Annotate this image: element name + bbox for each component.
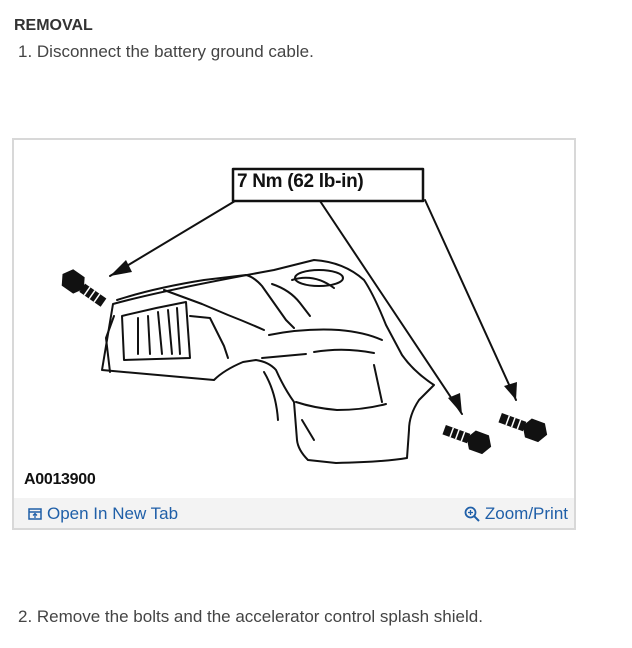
arrowhead-mid bbox=[448, 393, 462, 414]
torque-callout-label: 7 Nm (62 lb-in) bbox=[237, 171, 364, 192]
open-new-tab-icon bbox=[28, 508, 42, 520]
zoom-print-link[interactable]: Zoom/Print bbox=[464, 504, 568, 524]
figure-id: A0013900 bbox=[24, 471, 96, 488]
open-in-new-tab-label: Open In New Tab bbox=[47, 504, 179, 523]
open-in-new-tab-link[interactable]: Open In New Tab bbox=[28, 504, 178, 524]
arrowhead-right bbox=[504, 382, 517, 400]
zoom-print-label: Zoom/Print bbox=[484, 504, 568, 523]
step-2-text: 2. Remove the bolts and the accelerator … bbox=[18, 607, 483, 626]
bolt-icon-left bbox=[61, 269, 107, 307]
callout-box bbox=[231, 167, 425, 203]
splash-shield-illustration bbox=[61, 167, 548, 464]
arrowhead-left bbox=[110, 260, 132, 276]
section-heading: REMOVAL bbox=[14, 17, 93, 34]
bolt-icon-right bbox=[498, 412, 548, 443]
figure-toolbar: Open In New Tab Zoom/Print bbox=[14, 498, 574, 528]
figure-panel: 7 Nm (62 lb-in) A0013900 Open In New Tab… bbox=[12, 138, 576, 530]
step-1-text: 1. Disconnect the battery ground cable. bbox=[18, 42, 314, 61]
magnifier-icon bbox=[464, 506, 480, 522]
bolt-icon-middle bbox=[442, 424, 492, 455]
